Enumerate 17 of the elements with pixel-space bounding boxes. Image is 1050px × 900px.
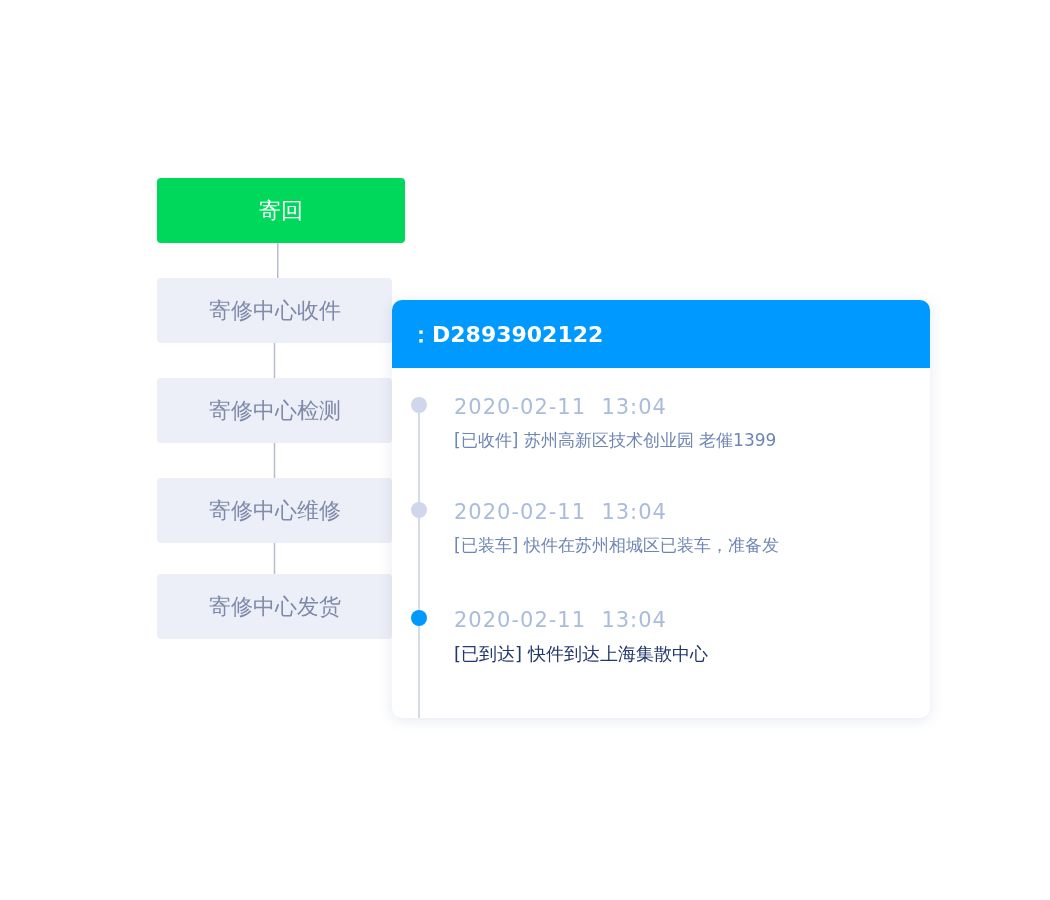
timestamp: 2020-02-11 13:04 [454,500,667,524]
status-text: [已装车] 快件在苏州相城区已装车，准备发 [454,534,779,557]
connector-line [273,542,276,575]
status-text: [已到达] 快件到达上海集散中心 [454,642,708,666]
connector-line [273,442,276,479]
tracking-card [392,300,930,718]
tracking-number: ：D2893902122 [410,321,604,349]
connector-line [277,242,279,279]
connector-line [273,342,276,379]
step-box: 寄修中心检测 [157,378,392,443]
timestamp: 2020-02-11 13:04 [454,608,667,632]
timestamp: 2020-02-11 13:04 [454,395,667,419]
step-box: 寄修中心维修 [157,478,392,543]
active-step-box: 寄回 [157,178,405,243]
step-box: 寄修中心发货 [157,574,392,639]
status-text: [已收件] 苏州高新区技术创业园 老催1399 [454,429,777,452]
step-box: 寄修中心收件 [157,278,392,343]
